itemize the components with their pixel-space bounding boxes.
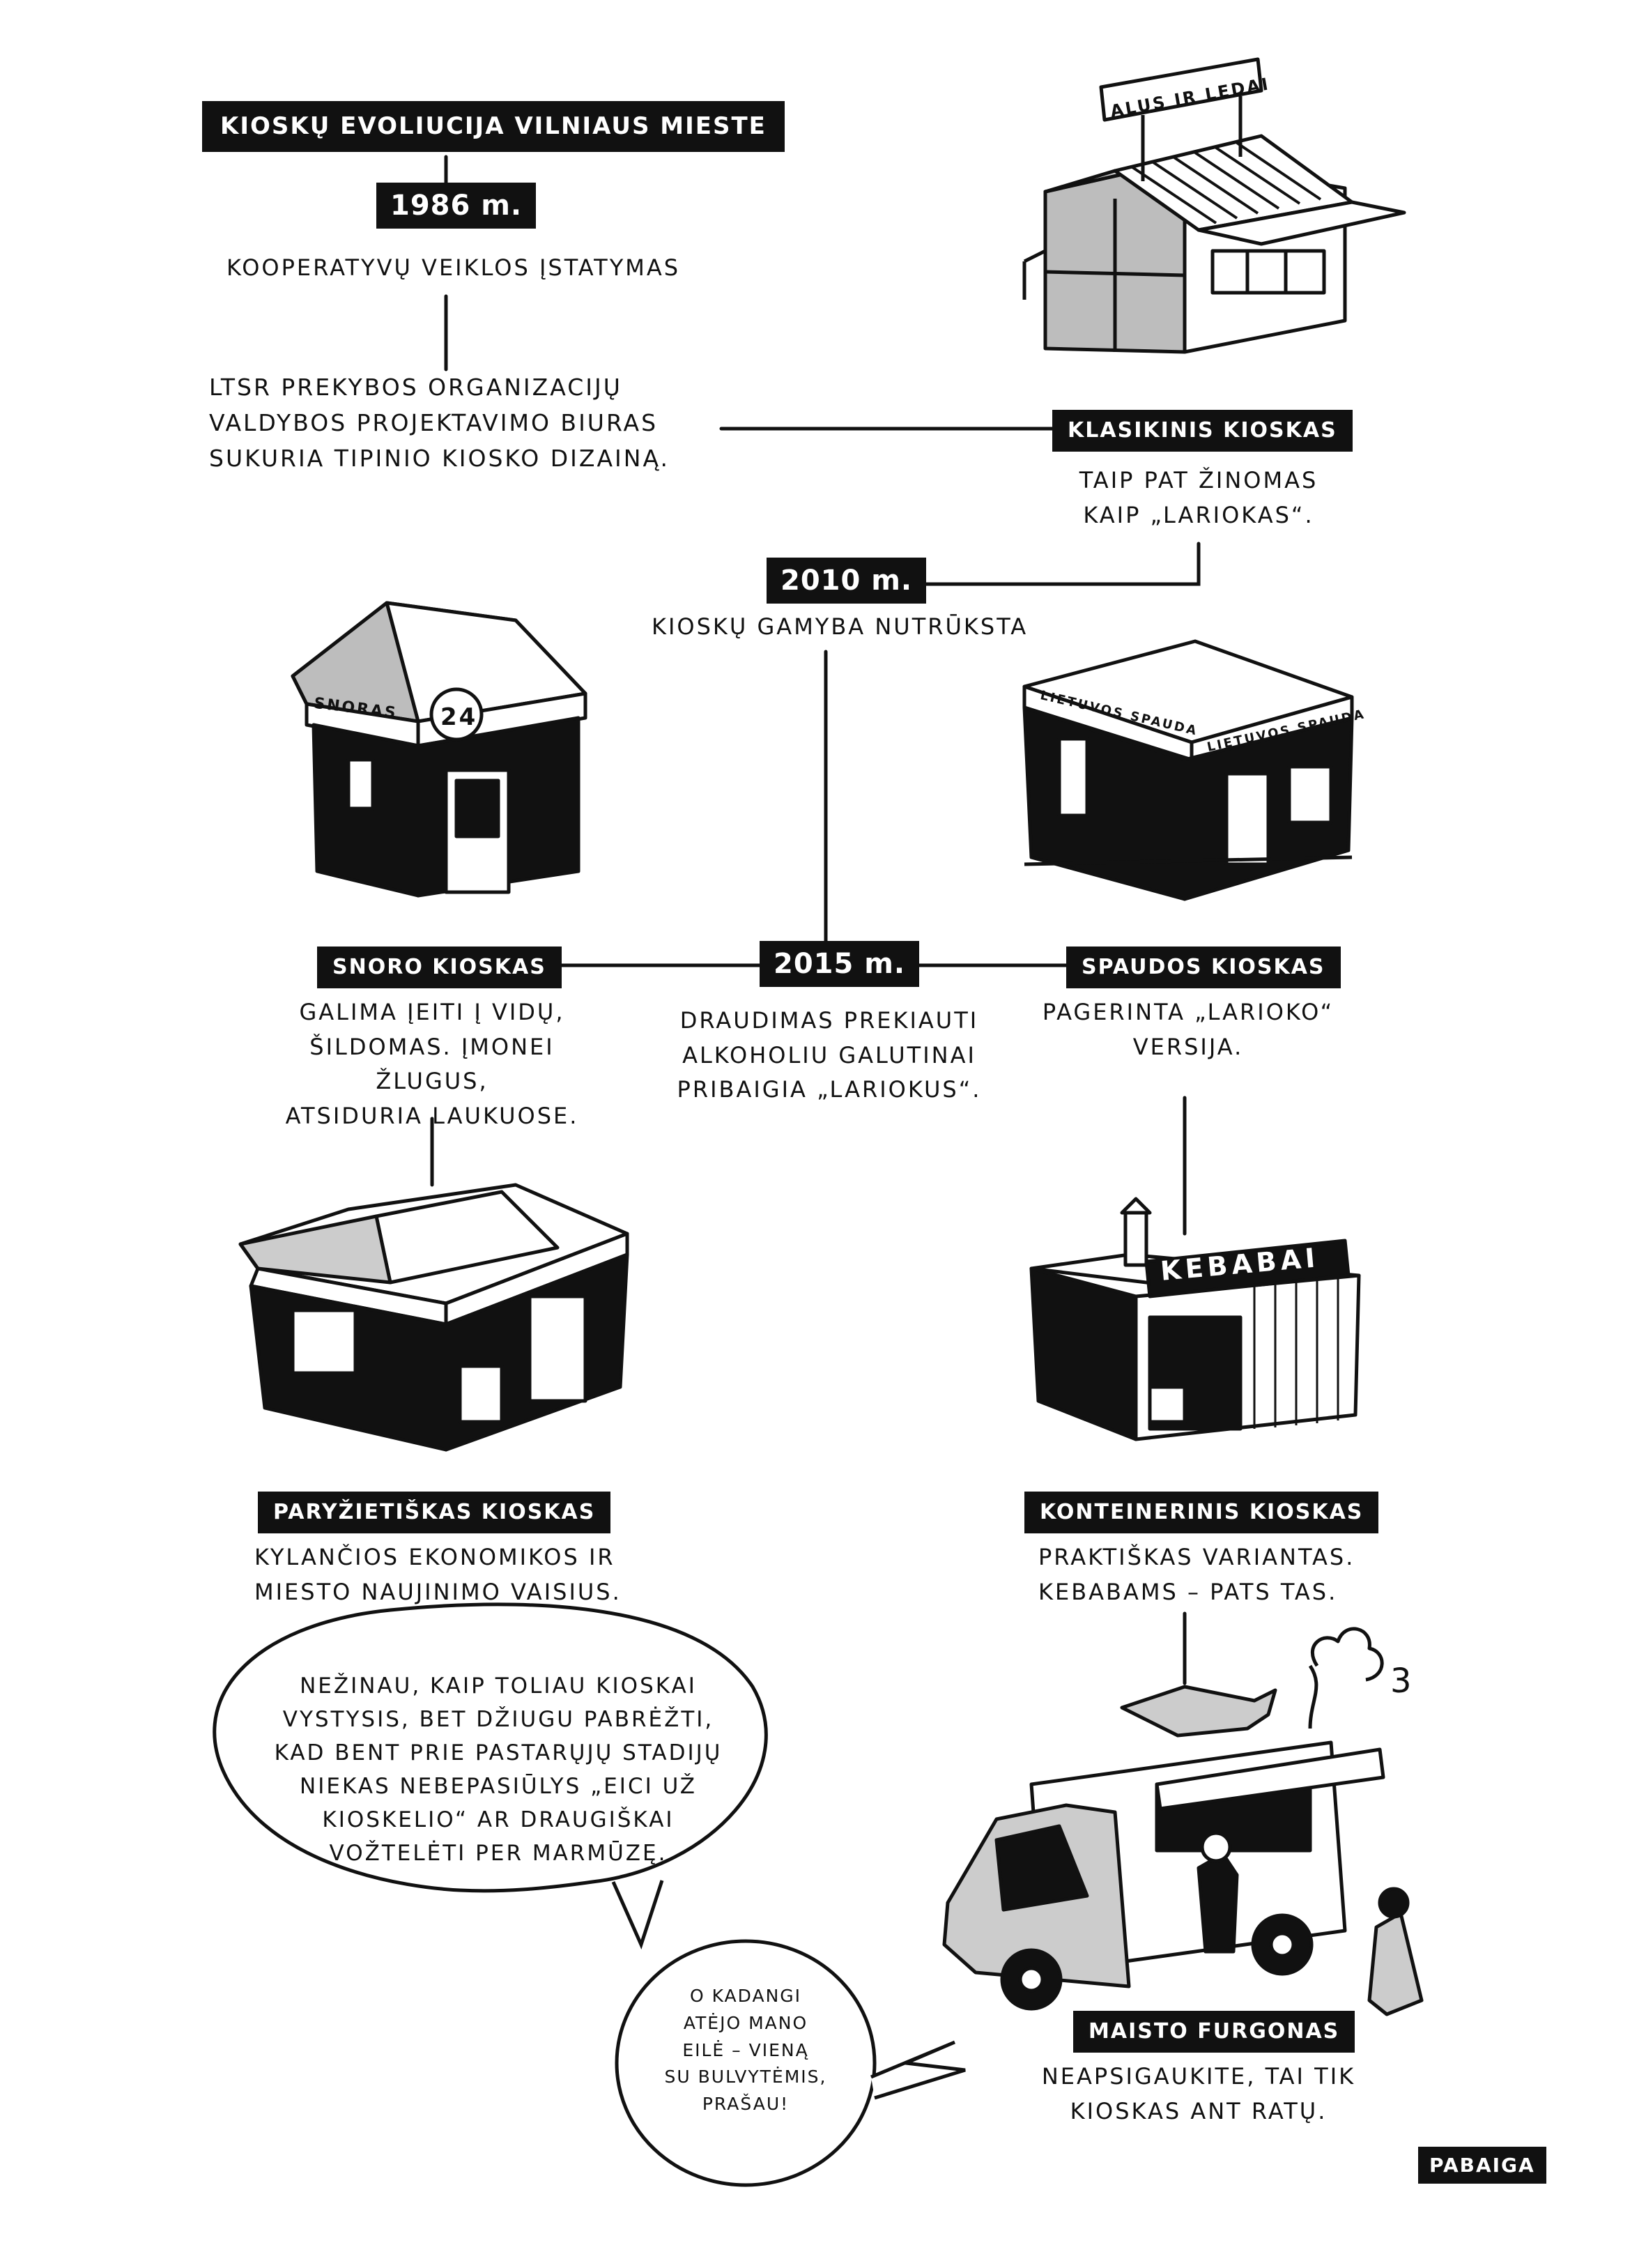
year-2010: 2010 m.: [767, 558, 927, 604]
snoras-kiosk-note: Galima įeiti į vidų, šildomas. Įmonei žl…: [285, 999, 579, 1129]
spauda-kiosk-label: Spaudos kioskas: [1066, 947, 1341, 988]
event-1986-note: Kooperatyvų veiklos įstatymas: [226, 254, 681, 281]
snoras-badge: 24: [440, 703, 478, 731]
main-speech-text: Nežinau, kaip toliau kioskai vystysis, b…: [274, 1673, 723, 1867]
classic-kiosk-drawing: [1022, 57, 1406, 354]
snoras-kiosk-drawing: [291, 601, 587, 898]
year-2015: 2015 m.: [760, 941, 920, 987]
steam-number: 3: [1390, 1662, 1412, 1701]
classic-kiosk-label: Klasikinis kioskas: [1052, 410, 1353, 452]
year-1986: 1986 m.: [376, 183, 537, 229]
food-van-drawing: [942, 1627, 1424, 2016]
small-speech-text: O kadangi atėjo mano eilė – vieną su bul…: [664, 1986, 827, 2114]
page-title: Kioskų evoliucija Vilniaus mieste: [202, 101, 785, 152]
classic-kiosk-note: Taip pat žinomas kaip „Lariokas“.: [1079, 467, 1318, 528]
food-van-label: Maisto furgonas: [1073, 2011, 1355, 2053]
speech-bubbles: [213, 1602, 966, 2187]
main-bubble-outline: [213, 1602, 768, 1893]
container-kiosk-drawing: [1029, 1197, 1361, 1441]
paris-kiosk-drawing: [238, 1183, 629, 1452]
food-van-note: Neapsigaukite, tai tik kioskas ant ratų.: [1041, 2063, 1356, 2124]
spauda-kiosk-drawing: [1022, 639, 1354, 901]
ltsr-design-note: LTSR prekybos organizacijų valdybos proj…: [209, 374, 670, 473]
event-2010-note: Kioskų gamyba nutrūksta: [652, 613, 1029, 640]
paris-kiosk-note: Kylančios ekonomikos ir miesto naujinimo…: [254, 1544, 622, 1605]
snoras-kiosk-label: Snoro kioskas: [317, 947, 562, 988]
spauda-kiosk-note: Pagerinta „Larioko“ versija.: [1042, 999, 1335, 1060]
event-2015-note: Draudimas prekiauti alkoholiu galutinai …: [677, 1007, 982, 1103]
container-kiosk-note: Praktiškas variantas. Kebabams – pats ta…: [1038, 1544, 1355, 1605]
paris-kiosk-label: Paryžietiškas kioskas: [258, 1492, 611, 1533]
small-bubble-outline: [615, 1939, 877, 2187]
container-kiosk-label: Konteinerinis kioskas: [1024, 1492, 1379, 1533]
end-label: Pabaiga: [1418, 2147, 1546, 2184]
timeline-connectors: [430, 155, 1201, 1685]
